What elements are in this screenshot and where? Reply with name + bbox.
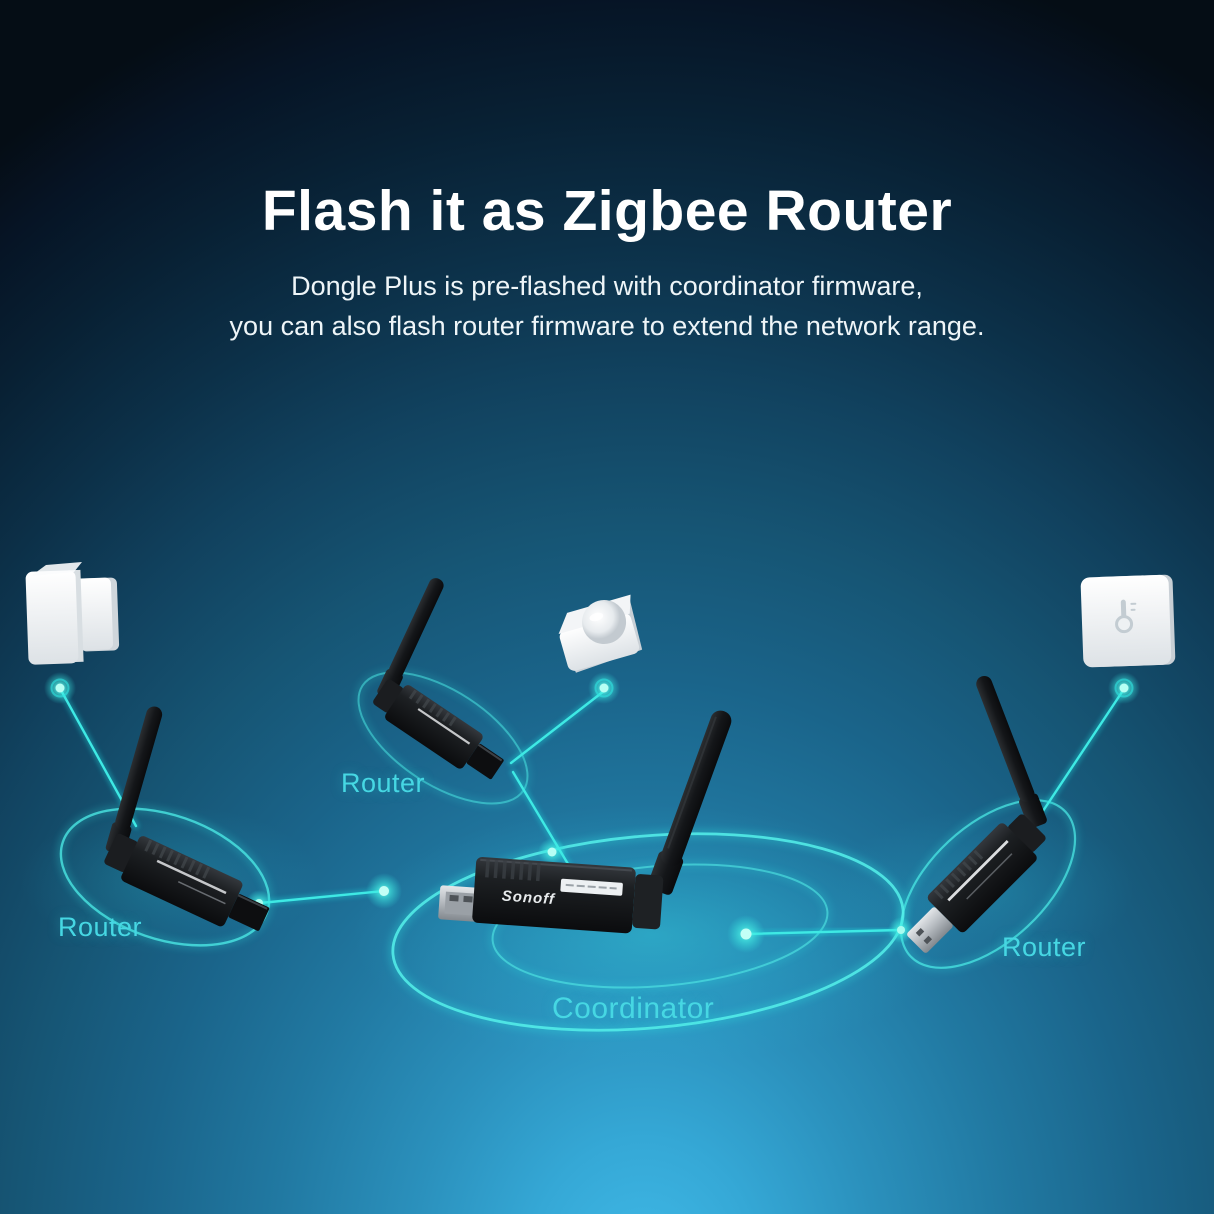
node-right-ring	[888, 917, 914, 943]
label-coordinator: Coordinator	[552, 992, 715, 1025]
line-coordinator-to-right-router	[743, 926, 904, 938]
node-top-link	[538, 838, 566, 866]
node-temp-sensor	[1108, 672, 1140, 704]
node-motion-sensor	[588, 672, 620, 704]
dongle-router-left	[104, 706, 270, 931]
temperature-sensor-icon	[1080, 574, 1176, 668]
thermometer-glyph	[1115, 599, 1137, 634]
label-router-left: Router	[58, 912, 143, 942]
line-motion-to-top-router	[507, 687, 608, 767]
dongle-router-right	[907, 675, 1047, 953]
page-title: Flash it as Zigbee Router	[261, 179, 953, 243]
subtitle: Dongle Plus is pre-flashed with coordina…	[0, 266, 1214, 346]
header: Flash it as Zigbee Router Dongle Plus is…	[0, 180, 1214, 346]
line-temp-to-right-router	[1039, 688, 1126, 815]
subtitle-line-2: you can also flash router firmware to ex…	[229, 311, 985, 341]
signal-ring-right	[897, 797, 1079, 971]
dongle-router-top	[373, 578, 504, 780]
label-router-right: Router	[1002, 932, 1087, 962]
brand-text: Sonoff	[501, 888, 556, 909]
line-left-router-to-coordinator	[256, 887, 388, 907]
subtitle-line-1: Dongle Plus is pre-flashed with coordina…	[291, 271, 923, 301]
node-door-sensor	[44, 672, 76, 704]
motion-sensor-icon	[558, 594, 643, 673]
node-coordinator-right	[727, 915, 765, 953]
node-coordinator-left	[366, 873, 402, 909]
dongle-coordinator: Sonoff	[438, 710, 732, 934]
network-nodes	[44, 672, 1140, 953]
door-sensor-icon	[25, 562, 120, 665]
label-router-top: Router	[341, 768, 426, 798]
signal-ring-coordinator-outer	[388, 829, 908, 1035]
